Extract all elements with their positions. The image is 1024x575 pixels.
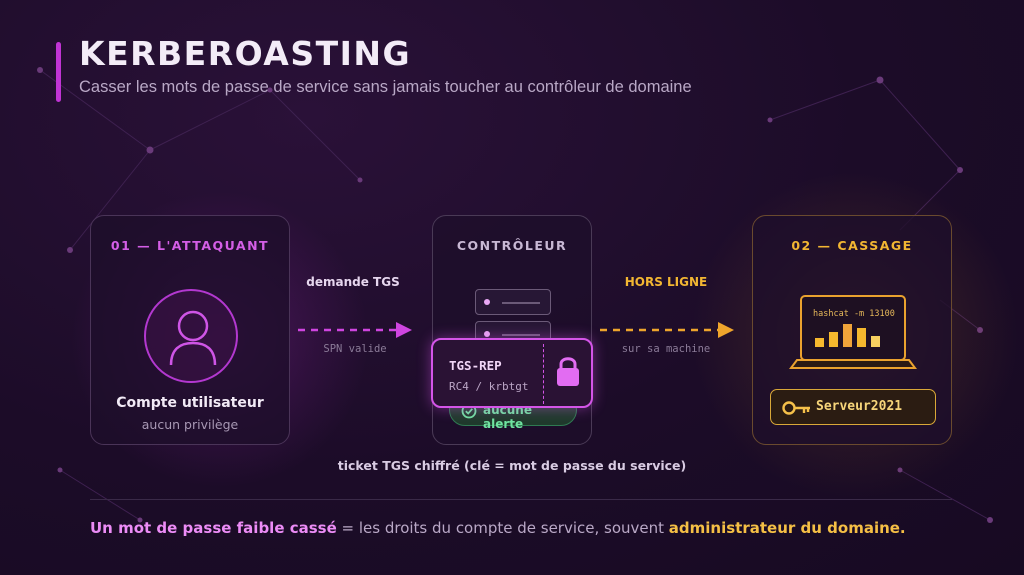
page-title: KERBEROASTING — [79, 34, 412, 73]
offline-flow-sublabel: sur sa machine — [621, 343, 711, 355]
server-icon — [475, 289, 551, 315]
controller-heading: CONTRÔLEUR — [456, 238, 568, 253]
controller-card: CONTRÔLEUR aucune alerte — [432, 215, 592, 445]
request-flow-sublabel: SPN valide — [323, 343, 387, 355]
account-name: Compte utilisateur — [116, 395, 264, 411]
tgs-rep-ticket: TGS-REP RC4 / krbtgt — [431, 338, 593, 408]
footer-middle-text: = les droits du compte de service, souve… — [336, 519, 669, 537]
cracked-password-box: Serveur2021 — [770, 389, 936, 425]
ticket-perforation — [543, 344, 544, 404]
user-avatar — [144, 289, 238, 383]
user-icon — [169, 310, 217, 366]
footer-highlight-weak: Un mot de passe faible cassé — [90, 519, 337, 537]
footer-divider — [90, 499, 952, 500]
account-privilege: aucun privilège — [141, 417, 239, 432]
offline-flow-label: HORS LIGNE — [624, 275, 708, 289]
ticket-encryption: RC4 / krbtgt — [449, 380, 529, 393]
offline-arrow — [600, 322, 734, 338]
lock-icon — [557, 357, 579, 386]
ticket-caption: ticket TGS chiffré (clé = mot de passe d… — [337, 458, 687, 473]
cracking-card: 02 — CASSAGE hashcat -m 13100 Serveur202… — [752, 215, 952, 445]
page-subtitle: Casser les mots de passe de service sans… — [79, 78, 692, 96]
attacker-heading: 01 — L'ATTAQUANT — [110, 238, 270, 253]
laptop-icon — [789, 295, 917, 369]
cracking-heading: 02 — CASSAGE — [791, 238, 913, 253]
key-icon — [782, 401, 810, 415]
request-arrow — [298, 322, 412, 338]
title-accent-bar — [56, 42, 61, 102]
request-flow-label: demande TGS — [306, 275, 400, 289]
hashcat-command: hashcat -m 13100 — [813, 309, 895, 319]
attacker-card: 01 — L'ATTAQUANT Compte utilisateur aucu… — [90, 215, 290, 445]
ticket-title: TGS-REP — [449, 358, 502, 373]
footer-conclusion: Un mot de passe faible cassé = les droit… — [90, 519, 906, 537]
footer-highlight-admin: administrateur du domaine. — [668, 519, 906, 537]
cracked-password: Serveur2021 — [816, 399, 903, 414]
